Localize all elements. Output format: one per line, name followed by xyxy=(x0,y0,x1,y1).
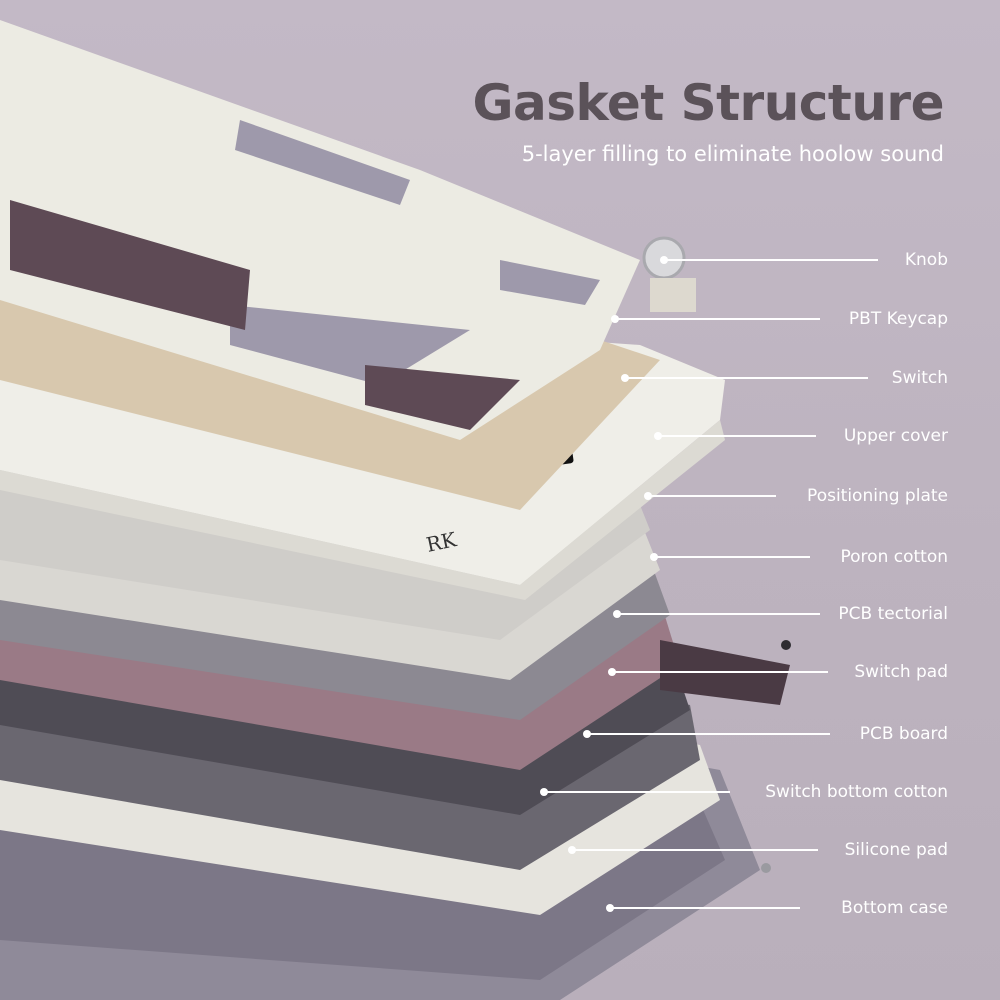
layer-label-poron-cotton: Poron cotton xyxy=(840,547,949,567)
callout-dot xyxy=(608,668,616,676)
grey-fn-keys xyxy=(235,120,410,205)
layer-label-knob: Knob xyxy=(904,250,948,270)
callout-dot xyxy=(650,553,658,561)
layer-label-pbt-keycap: PBT Keycap xyxy=(848,309,948,329)
plum-arrow-keys xyxy=(365,365,520,430)
layer-label-pcb-board: PCB board xyxy=(859,724,948,744)
layer-label-pcb-tectorial: PCB tectorial xyxy=(838,604,948,624)
knob-base xyxy=(650,278,696,312)
keycap-layer xyxy=(0,20,640,440)
plum-spacebar xyxy=(10,200,250,330)
layer-label-switch: Switch xyxy=(891,368,948,388)
page-subtitle: 5-layer filling to eliminate hoolow soun… xyxy=(521,142,944,166)
layer-label-silicone-pad: Silicone pad xyxy=(844,840,948,860)
upper-cover-edge xyxy=(0,420,725,600)
callout-dot xyxy=(611,315,619,323)
layer-label-switch-bottom-cotton: Switch bottom cotton xyxy=(765,782,948,802)
screw xyxy=(761,863,771,873)
callout-dot xyxy=(583,730,591,738)
callout-dots xyxy=(540,256,668,912)
callout-dot xyxy=(613,610,621,618)
layer-label-switch-pad: Switch pad xyxy=(854,662,948,682)
screw xyxy=(781,640,791,650)
layer-label-upper-cover: Upper cover xyxy=(843,426,948,446)
grey-keycap-row xyxy=(230,305,470,385)
callout-dot xyxy=(660,256,668,264)
callout-dot xyxy=(606,904,614,912)
callout-dot xyxy=(644,492,652,500)
callout-dot xyxy=(621,374,629,382)
callout-lines xyxy=(544,259,878,909)
callout-dot xyxy=(568,846,576,854)
callout-dot xyxy=(654,432,662,440)
layer-label-bottom-case: Bottom case xyxy=(841,898,948,918)
layer-label-positioning-plate: Positioning plate xyxy=(807,486,948,506)
grey-backspace xyxy=(500,260,600,305)
page-title: Gasket Structure xyxy=(472,74,944,132)
callout-dot xyxy=(540,788,548,796)
